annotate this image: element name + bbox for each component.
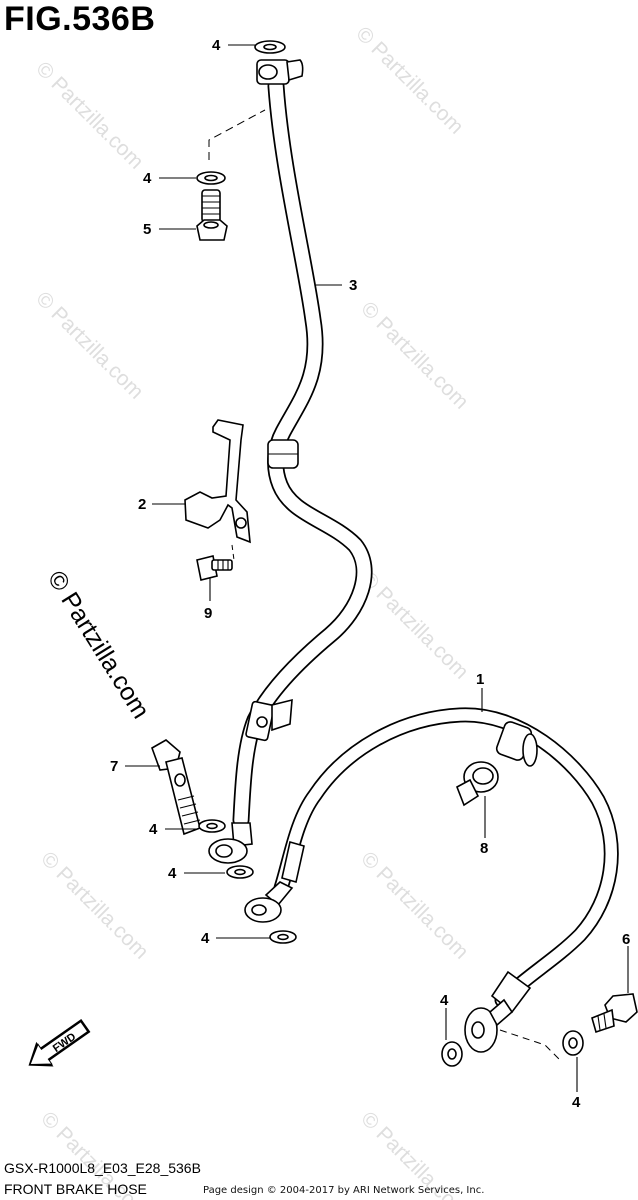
washer-top bbox=[254, 40, 286, 54]
callout-4: 4 bbox=[149, 821, 158, 838]
washer-lower-left bbox=[269, 930, 297, 944]
union-bolt-upper bbox=[196, 189, 228, 241]
callout-4: 4 bbox=[440, 992, 449, 1009]
washer-lower-right-2 bbox=[562, 1030, 584, 1056]
washer-middle-2 bbox=[226, 865, 254, 879]
leader-lines bbox=[125, 44, 629, 1092]
lower-brake-hose bbox=[244, 707, 619, 1053]
figure-title: FIG.536B bbox=[4, 0, 156, 38]
callout-9: 9 bbox=[204, 605, 212, 622]
callout-2: 2 bbox=[138, 496, 146, 513]
figure-code: GSX-R1000L8_E03_E28_536B bbox=[4, 1160, 201, 1176]
callout-8: 8 bbox=[480, 840, 488, 857]
figure-caption: FRONT BRAKE HOSE bbox=[4, 1181, 147, 1197]
callout-4: 4 bbox=[212, 37, 221, 54]
callout-4: 4 bbox=[143, 170, 152, 187]
callout-6: 6 bbox=[622, 931, 630, 948]
washer-upper bbox=[196, 171, 226, 185]
watermark-group: © Partzilla.com © Partzilla.com © Partzi… bbox=[31, 22, 472, 1200]
washer-middle-1 bbox=[198, 819, 226, 833]
hose-bracket bbox=[184, 419, 251, 544]
washer-lower-right-1 bbox=[441, 1041, 463, 1067]
callout-labels: 1 2 3 4 4 4 4 4 4 4 5 6 7 8 9 bbox=[110, 37, 630, 1111]
callout-1: 1 bbox=[476, 671, 484, 688]
callout-3: 3 bbox=[349, 277, 357, 294]
bracket-bolt bbox=[196, 555, 233, 581]
callout-4: 4 bbox=[168, 865, 177, 882]
watermark-text: © Partzilla.com bbox=[356, 297, 472, 413]
callout-5: 5 bbox=[143, 221, 151, 238]
watermark-text: © Partzilla.com bbox=[31, 287, 147, 403]
upper-brake-hose bbox=[208, 59, 373, 864]
union-bolt-right bbox=[591, 993, 638, 1034]
watermark-text: © Partzilla.com bbox=[356, 847, 472, 963]
union-bolt-lower bbox=[151, 739, 201, 836]
forward-arrow-icon: FWD bbox=[28, 1018, 91, 1067]
watermark-text: © Partzilla.com bbox=[31, 57, 147, 173]
watermark-text: © Partzilla.com bbox=[351, 22, 467, 138]
hose-clamp bbox=[455, 761, 499, 807]
watermark-text: © Partzilla.com bbox=[356, 567, 472, 683]
callout-4: 4 bbox=[572, 1094, 581, 1111]
page-credit: Page design © 2004-2017 by ARI Network S… bbox=[203, 1185, 485, 1196]
callout-7: 7 bbox=[110, 758, 118, 775]
watermark-text: © Partzilla.com bbox=[36, 847, 152, 963]
callout-4: 4 bbox=[201, 930, 210, 947]
